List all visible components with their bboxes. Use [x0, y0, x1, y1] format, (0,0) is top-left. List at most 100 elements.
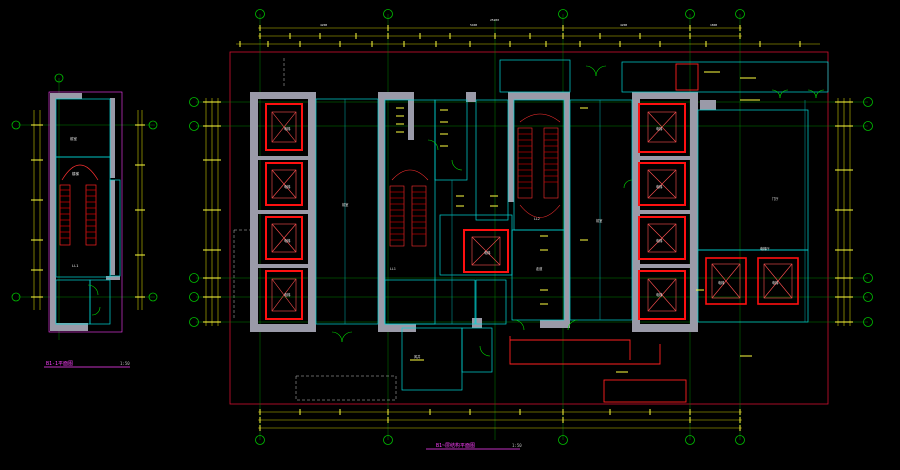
side-plan-caption: B1-1平面图 [46, 361, 74, 367]
svg-text:电梯厅: 电梯厅 [760, 246, 770, 251]
elevator-cage [265, 162, 303, 206]
elevator-cages-left [265, 103, 303, 320]
axis-bubble [189, 273, 199, 283]
axis-bubble [863, 121, 873, 131]
main-plan-caption: B1~层结构平面图 [436, 443, 476, 449]
svg-text:电梯: 电梯 [284, 238, 291, 243]
svg-text:LL1: LL1 [390, 267, 396, 271]
axis-bubble [11, 292, 21, 302]
main-plan-scale: 1:50 [512, 443, 522, 448]
axis-bubble [255, 435, 265, 445]
elevator-cage [265, 103, 303, 151]
axis-bubble [863, 317, 873, 327]
stair-core-3 [517, 113, 561, 218]
svg-text:门厅: 门厅 [772, 196, 779, 201]
side-plan-doors [87, 284, 101, 316]
main-plan-dashed-zones [233, 58, 397, 401]
elevator-cage-crosses-right [647, 111, 677, 312]
axis-bubble [863, 292, 873, 302]
elevator-cage-crosses-left [271, 111, 297, 312]
axis-bubble [189, 292, 199, 302]
svg-text:电梯: 电梯 [656, 126, 663, 131]
main-plan-partitions [315, 59, 829, 391]
axis-bubble [685, 435, 695, 445]
elevator-cages-right [638, 103, 686, 320]
svg-text:LL1: LL1 [72, 264, 78, 268]
svg-text:走道: 走道 [536, 266, 543, 271]
main-plan-bottom-dimensions [258, 411, 742, 429]
main-plan-axis-bubbles [189, 9, 873, 445]
axis-bubble [11, 120, 21, 130]
elevator-cage [705, 257, 747, 305]
side-plan-axis-lines [18, 78, 155, 340]
svg-text:电梯: 电梯 [284, 184, 291, 189]
side-plan-stair [59, 164, 99, 246]
main-plan-boundary [229, 51, 829, 405]
axis-bubble [685, 9, 695, 19]
elevator-cage [638, 270, 686, 320]
svg-text:4200: 4200 [320, 23, 327, 27]
svg-text:1800: 1800 [710, 23, 717, 27]
side-plan-axis-bubbles [11, 73, 158, 302]
elevator-cage [638, 216, 686, 260]
axis-bubble [863, 273, 873, 283]
axis-bubble [148, 120, 158, 130]
elevator-cage [265, 216, 303, 260]
svg-text:电梯: 电梯 [284, 126, 291, 131]
main-plan-top-ticks [239, 25, 801, 47]
svg-text:电梯: 电梯 [656, 292, 663, 297]
elevator-cage [463, 229, 509, 273]
side-plan-dimension-ticks [31, 124, 145, 298]
main-plan-right-ticks [835, 101, 853, 323]
main-plan-doors [331, 65, 825, 357]
svg-text:电梯: 电梯 [718, 280, 725, 285]
main-plan-left-ticks [203, 101, 221, 323]
side-plan-walls [50, 93, 120, 331]
main-plan-yellow-markers [396, 71, 760, 373]
axis-bubble [558, 9, 568, 19]
captions [44, 366, 520, 450]
axis-bubble [189, 97, 199, 107]
side-plan-labels: 前室 楼梯 LL1 [70, 136, 79, 268]
svg-text:电梯: 电梯 [656, 184, 663, 189]
svg-text:电梯: 电梯 [656, 238, 663, 243]
svg-text:电梯: 电梯 [484, 250, 491, 255]
elevator-far-right [705, 257, 799, 305]
side-plan-core-outline [48, 91, 123, 333]
main-plan-red-details [509, 63, 699, 403]
side-plan-partitions [55, 98, 121, 325]
svg-text:LL2: LL2 [534, 217, 540, 221]
axis-bubble [383, 9, 393, 19]
axis-bubble [558, 435, 568, 445]
svg-text:前室: 前室 [70, 136, 77, 141]
elevator-cage [757, 257, 799, 305]
elevator-cage [265, 270, 303, 320]
svg-text:前室: 前室 [596, 218, 602, 223]
side-plan-scale: 1:50 [120, 361, 130, 366]
main-plan-room-labels: 电梯电梯 电梯电梯 电梯电梯 电梯电梯 电梯 电梯电梯 前室 前室 门厅 风井 … [284, 126, 779, 359]
axis-bubble [863, 97, 873, 107]
axis-bubble [189, 121, 199, 131]
svg-text:4200: 4200 [620, 23, 627, 27]
main-plan-bottom-ticks [259, 409, 741, 431]
axis-bubble [735, 435, 745, 445]
stair-core-2 [389, 169, 429, 247]
axis-bubble [383, 435, 393, 445]
main-plan-top-dimensions [236, 27, 820, 45]
svg-text:楼梯: 楼梯 [72, 171, 79, 176]
main-plan-right-dimensions [837, 98, 851, 326]
side-plan: 前室 楼梯 LL1 [11, 73, 158, 340]
main-plan-walls [250, 92, 716, 332]
main-plan-left-dimensions [205, 98, 219, 326]
svg-text:电梯: 电梯 [772, 280, 779, 285]
axis-bubble [54, 73, 64, 83]
svg-text:前室: 前室 [342, 202, 348, 207]
axis-bubble [735, 9, 745, 19]
svg-text:电梯: 电梯 [284, 292, 291, 297]
elevator-center [463, 229, 509, 273]
axis-bubble [148, 292, 158, 302]
axis-bubble [255, 9, 265, 19]
